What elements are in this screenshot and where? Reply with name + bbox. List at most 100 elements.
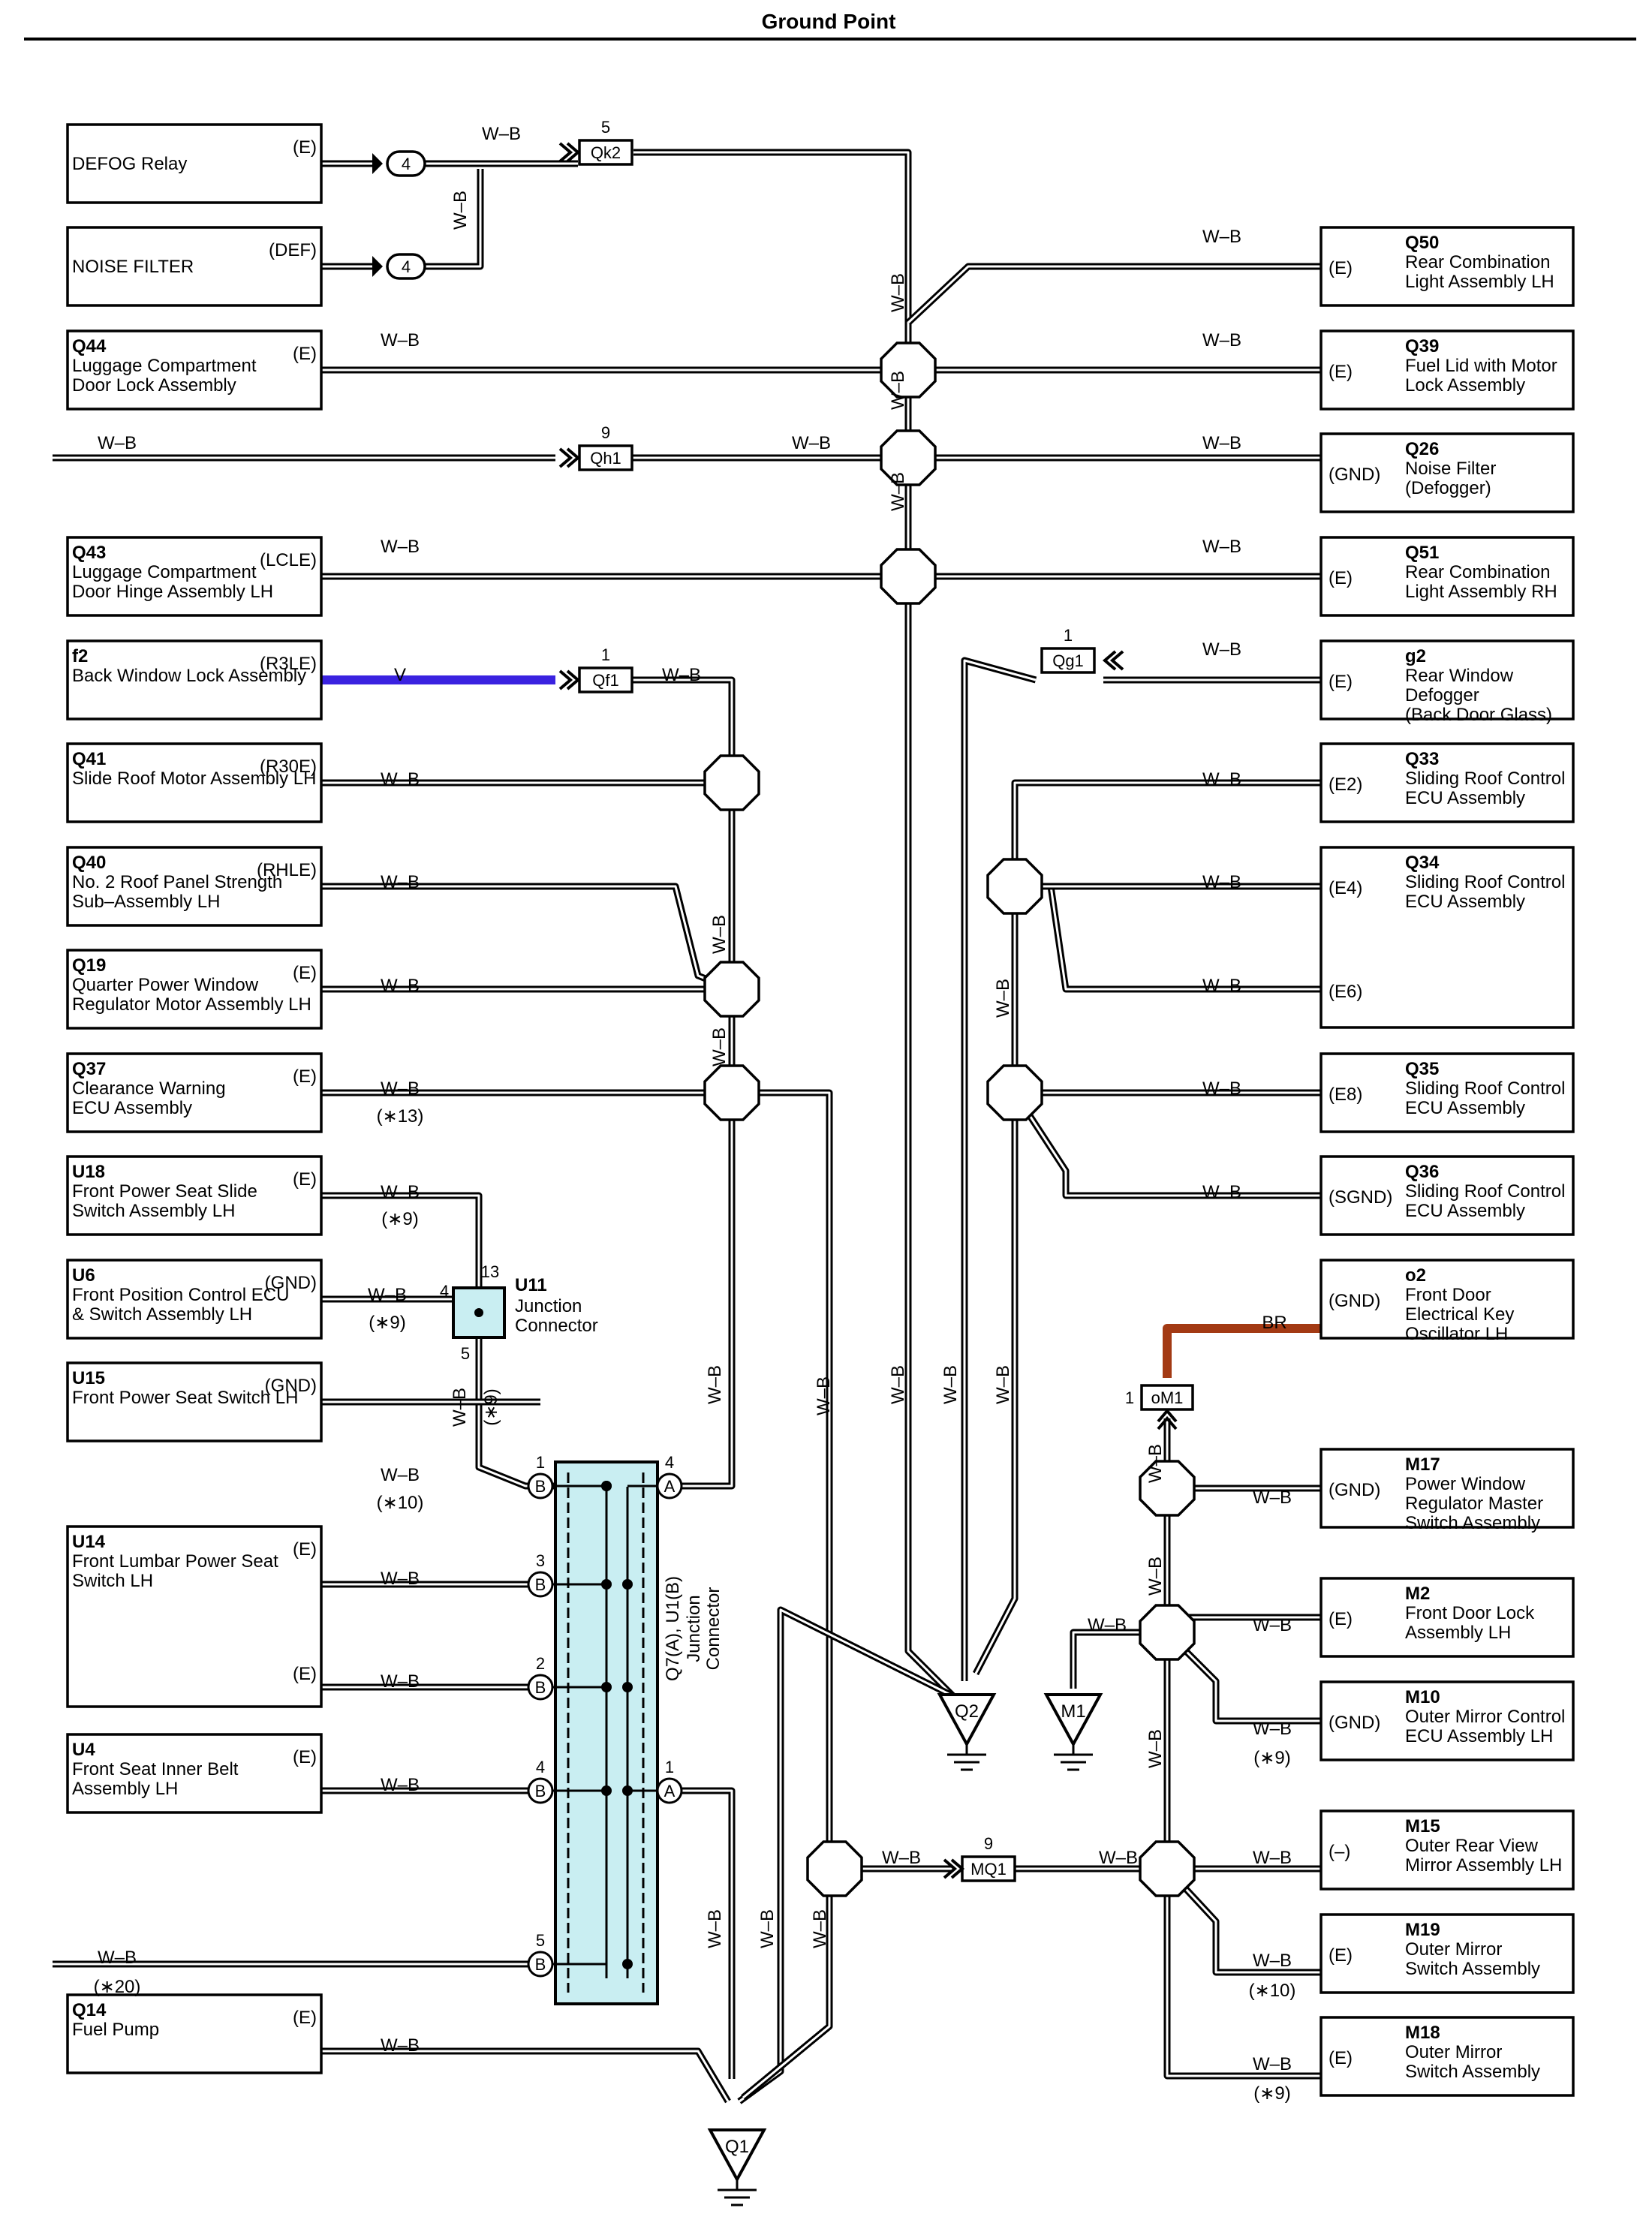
component-defog: DEFOG Relay(E) — [66, 123, 323, 204]
component-pin: (E) — [1329, 1945, 1353, 1966]
wire-label: W–B — [381, 1465, 420, 1485]
wire-note: (∗9) — [369, 1313, 405, 1333]
component-pin: (E) — [293, 1664, 317, 1684]
wire — [961, 657, 1037, 1681]
component-box — [66, 1259, 323, 1340]
component-name: DEFOG Relay — [72, 154, 187, 174]
component-code: Q43 — [72, 543, 106, 563]
wire-label: W–B — [381, 2035, 420, 2056]
component-name: Front Lumbar Power Seat — [72, 1551, 278, 1572]
wire-label-vertical: W–B — [940, 1365, 961, 1404]
connector-arrow — [558, 669, 581, 690]
junction-node — [622, 1579, 633, 1590]
junction-pin-number: 4 — [536, 1758, 545, 1776]
component-name: Outer Rear View — [1405, 1836, 1539, 1856]
junction-pin-b1: B1 — [527, 1453, 606, 1500]
component-pin: (GND) — [265, 1376, 317, 1396]
ground-label: Q1 — [725, 2137, 749, 2157]
component-box — [1319, 2016, 1575, 2097]
junction-pin-number: 2 — [536, 1654, 545, 1673]
connector-box — [1140, 1384, 1194, 1411]
wire-label-vertical: W–B — [709, 915, 730, 954]
junction-pin-letter: B — [535, 1575, 546, 1594]
component-code: Q40 — [72, 853, 106, 873]
splice-node — [880, 429, 937, 486]
component-code: f2 — [72, 646, 88, 666]
splice-node — [880, 548, 937, 605]
component-name: Switch Assembly — [1405, 1513, 1540, 1533]
connector-arrow — [943, 1858, 965, 1879]
splice-node — [703, 961, 760, 1018]
ground-q2: Q2 — [937, 1693, 997, 1771]
wire-note: (∗10) — [1249, 1981, 1296, 2001]
component-name: Outer Mirror — [1405, 1939, 1502, 1960]
wire-label-vertical: W–B — [1145, 1557, 1166, 1596]
wire-label-vertical: W–B — [757, 1909, 778, 1948]
wire-label: W–B — [1202, 227, 1241, 247]
u11-connector: U11 Junction Connector 13 4 5 — [440, 1262, 598, 1363]
component-name: Luggage Compartment — [72, 562, 257, 582]
junction-pin-letter: B — [535, 1678, 546, 1697]
splice-node — [1139, 1840, 1196, 1897]
connector-arrow — [558, 142, 581, 163]
component-name: ECU Assembly — [1405, 788, 1525, 808]
component-code: U18 — [72, 1162, 105, 1182]
component-pin: (RHLE) — [257, 860, 317, 880]
connector-label: Qg1 — [1052, 651, 1084, 670]
splice-node — [986, 1064, 1043, 1121]
wire-label: W–B — [98, 433, 137, 453]
junction-pin-b2: B2 — [527, 1654, 606, 1701]
component-box — [66, 1052, 323, 1133]
wire-label: W–B — [1253, 1848, 1292, 1868]
junction-pin-number: 1 — [536, 1453, 545, 1472]
component-name: Oscillator LH — [1405, 1324, 1508, 1344]
junction-pin-letter: A — [664, 1782, 676, 1800]
splice-node — [1139, 1460, 1196, 1517]
component-name: Regulator Motor Assembly LH — [72, 994, 311, 1015]
u11-node — [474, 1308, 483, 1317]
wire-label: W–B — [1202, 433, 1241, 453]
component-name: Back Window Lock Assembly — [72, 666, 306, 686]
junction-pin-number: 1 — [665, 1758, 674, 1776]
component-name: Fuel Pump — [72, 2020, 159, 2040]
component-box — [1319, 329, 1575, 411]
wire-note: (∗9) — [1253, 1748, 1290, 1768]
component-pin: (GND) — [1329, 465, 1380, 485]
wire-label-vertical: W–B — [888, 1365, 908, 1404]
wire-core — [1072, 1631, 1167, 1689]
connector-pin: 4 — [402, 257, 411, 276]
component-pin: (E4) — [1329, 878, 1362, 898]
wire-note: (∗10) — [377, 1493, 424, 1513]
wire-core — [1166, 1631, 1321, 1722]
component-name: & Switch Assembly LH — [72, 1304, 252, 1325]
junction-pin-circle — [656, 1777, 683, 1804]
junction-node — [622, 1959, 633, 1969]
wire-label: W–B — [381, 1671, 420, 1692]
connector-pin: 4 — [402, 155, 411, 173]
wire-label-vertical: W–B — [810, 1909, 830, 1948]
wire-label: W–B — [381, 1078, 420, 1099]
component-box — [1319, 846, 1575, 1029]
wire-label: W–B — [1202, 1078, 1241, 1099]
component-name: Light Assembly RH — [1405, 582, 1557, 602]
component-box — [1319, 1259, 1575, 1340]
component-name: Sliding Roof Control — [1405, 769, 1565, 789]
u11-pin-5: 5 — [461, 1344, 470, 1363]
connector-box — [1040, 647, 1096, 674]
component-name: Power Window — [1405, 1474, 1526, 1494]
component-code: Q39 — [1405, 336, 1439, 356]
component-name: ECU Assembly — [1405, 892, 1525, 912]
component-code: M17 — [1405, 1454, 1440, 1475]
